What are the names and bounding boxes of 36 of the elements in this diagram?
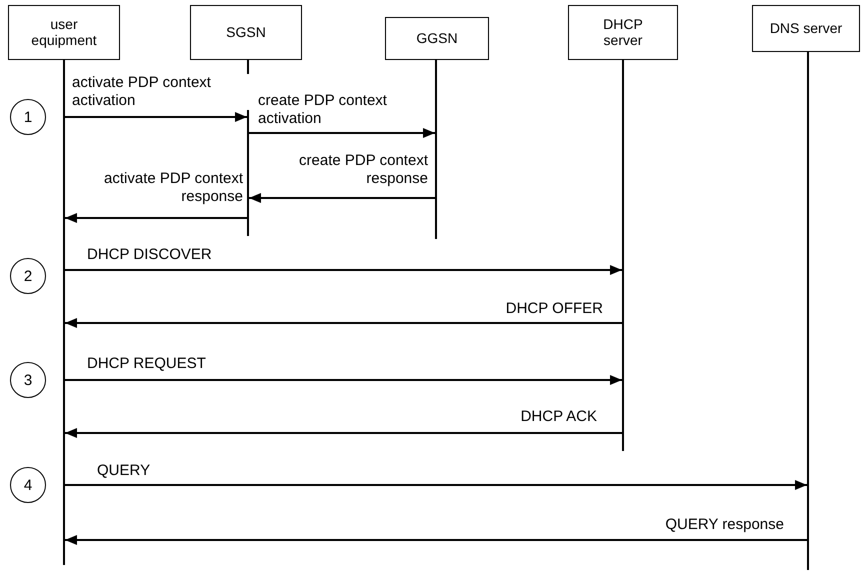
message-arrow xyxy=(65,480,807,490)
participant-name: SGSN xyxy=(226,24,266,40)
lifeline xyxy=(63,60,65,565)
message-arrow xyxy=(249,193,435,203)
step-circle xyxy=(10,467,46,503)
step-circle xyxy=(10,258,46,294)
lifeline xyxy=(622,60,624,451)
message-arrow xyxy=(65,112,247,122)
step-number: 1 xyxy=(24,108,32,126)
participant-name: user equipment xyxy=(30,17,98,48)
participant-name: DHCP server xyxy=(602,17,644,48)
message-label: DHCP REQUEST xyxy=(85,355,208,373)
message-arrow xyxy=(65,265,622,275)
message-label: QUERY xyxy=(95,462,152,480)
step-circle xyxy=(10,362,46,398)
message-arrow xyxy=(249,128,435,138)
message-arrow xyxy=(65,318,622,328)
message-arrow xyxy=(65,375,622,385)
participant-box xyxy=(385,17,489,60)
lifeline xyxy=(807,52,809,570)
message-arrow xyxy=(65,428,622,438)
participant-box xyxy=(752,5,860,52)
step-circle xyxy=(10,99,46,135)
participant-box xyxy=(568,5,678,60)
step-number: 4 xyxy=(24,476,32,494)
message-label: activate PDP context activation xyxy=(70,74,249,110)
lifeline xyxy=(435,60,437,239)
participant-name: GGSN xyxy=(416,30,458,46)
participant-name: DNS server xyxy=(770,20,842,36)
participant-box xyxy=(8,5,120,60)
participant-box xyxy=(190,5,302,60)
step-number: 3 xyxy=(24,372,32,388)
message-arrow xyxy=(65,213,247,223)
message-arrow xyxy=(65,535,807,545)
message-label: QUERY response xyxy=(663,516,786,534)
step-number: 2 xyxy=(24,268,32,284)
